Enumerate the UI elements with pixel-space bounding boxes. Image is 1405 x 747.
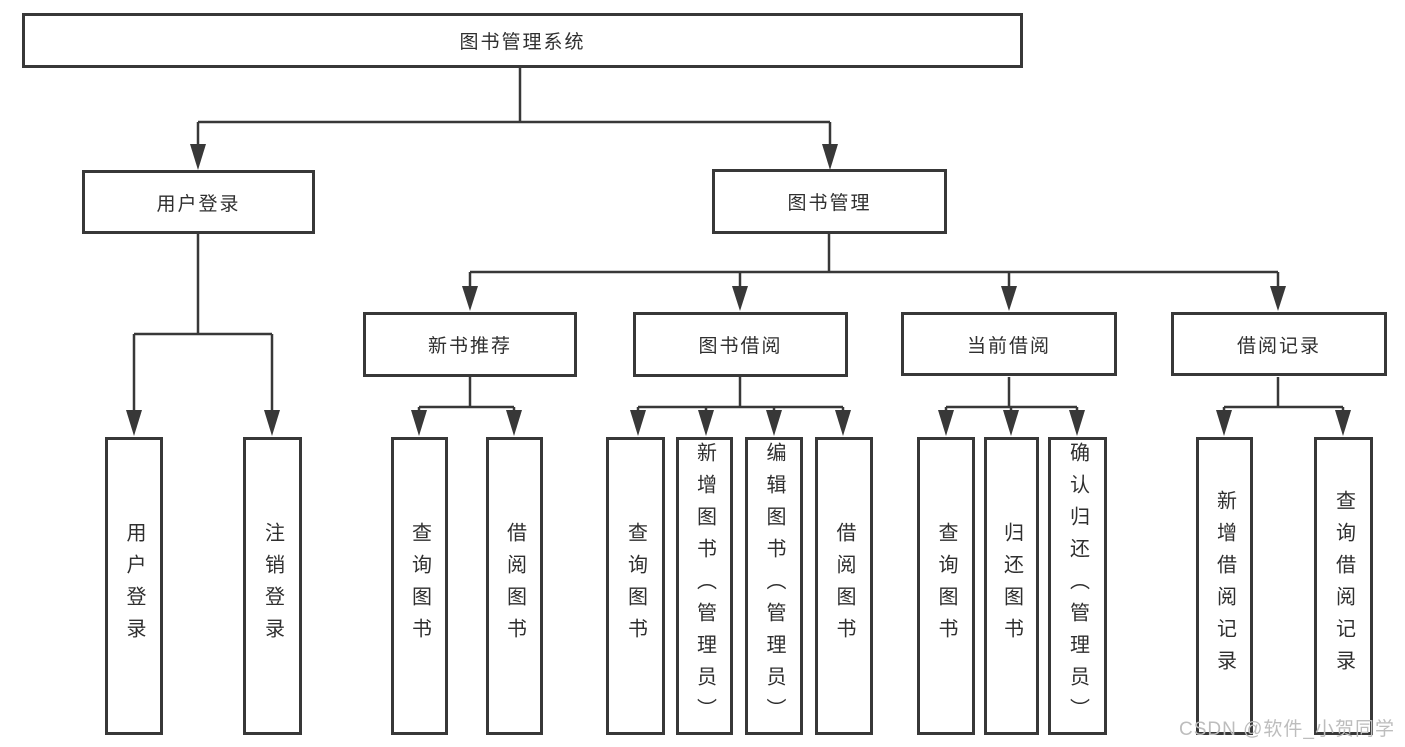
node-book-management: 图书管理 [712, 169, 947, 234]
leaf-records-query-borrow-record-label: 查询借阅记录 [1332, 490, 1355, 682]
leaf-borrow-add-book-admin-label: 新增图书（管理员） [693, 442, 716, 730]
node-borrow-records: 借阅记录 [1171, 312, 1387, 376]
edges-root-to-level2 [190, 68, 838, 170]
leaf-borrow-query-book: 查询图书 [606, 437, 665, 735]
leaf-records-add-borrow-record-label: 新增借阅记录 [1213, 490, 1236, 682]
edges-new-book-rec-to-leaves [411, 377, 522, 436]
leaf-current-confirm-return-admin: 确认归还（管理员） [1048, 437, 1107, 735]
node-book-borrow: 图书借阅 [633, 312, 848, 377]
leaf-borrow-borrow-book-label: 借阅图书 [833, 522, 855, 650]
node-new-book-recommend-label: 新书推荐 [427, 336, 512, 357]
leaf-borrow-edit-book-admin-label: 编辑图书（管理员） [763, 442, 785, 730]
leaf-recommend-query-book-label: 查询图书 [408, 522, 431, 650]
node-user-login-group: 用户登录 [82, 170, 315, 234]
leaf-current-query-book-label: 查询图书 [935, 522, 957, 650]
node-root-system: 图书管理系统 [22, 13, 1023, 68]
leaf-user-login-label: 用户登录 [123, 522, 145, 650]
edges-book-mgmt-to-level3 [462, 234, 1286, 311]
node-current-borrow: 当前借阅 [901, 312, 1117, 376]
csdn-watermark: CSDN @软件_小贺同学 [1179, 719, 1395, 740]
leaf-borrow-query-book-label: 查询图书 [624, 522, 647, 650]
leaf-borrow-borrow-book: 借阅图书 [815, 437, 873, 735]
leaf-current-return-book-label: 归还图书 [1000, 522, 1023, 650]
node-user-login-group-label: 用户登录 [156, 193, 241, 215]
edges-borrow-records-to-leaves [1216, 377, 1351, 436]
leaf-borrow-edit-book-admin: 编辑图书（管理员） [745, 437, 803, 735]
leaf-records-add-borrow-record: 新增借阅记录 [1196, 437, 1253, 735]
node-book-management-label: 图书管理 [787, 193, 872, 214]
leaf-borrow-add-book-admin: 新增图书（管理员） [676, 437, 733, 735]
leaf-user-login: 用户登录 [105, 437, 163, 735]
leaf-current-return-book: 归还图书 [984, 437, 1039, 735]
leaf-recommend-borrow-book-label: 借阅图书 [503, 522, 526, 650]
edges-current-borrow-to-leaves [938, 377, 1085, 436]
leaf-records-query-borrow-record: 查询借阅记录 [1314, 437, 1373, 735]
leaf-logout-login-label: 注销登录 [261, 522, 284, 650]
leaf-current-query-book: 查询图书 [917, 437, 975, 735]
node-current-borrow-label: 当前借阅 [966, 335, 1051, 357]
leaf-recommend-query-book: 查询图书 [391, 437, 448, 735]
edges-book-borrow-to-leaves [630, 377, 851, 436]
node-root-system-label: 图书管理系统 [459, 32, 586, 53]
leaf-logout-login: 注销登录 [243, 437, 302, 735]
node-new-book-recommend: 新书推荐 [363, 312, 577, 377]
edges-user-login-to-leaves [126, 234, 280, 436]
leaf-current-confirm-return-admin-label: 确认归还（管理员） [1066, 442, 1089, 730]
leaf-recommend-borrow-book: 借阅图书 [486, 437, 543, 735]
node-book-borrow-label: 图书借阅 [698, 336, 783, 357]
node-borrow-records-label: 借阅记录 [1236, 335, 1321, 357]
